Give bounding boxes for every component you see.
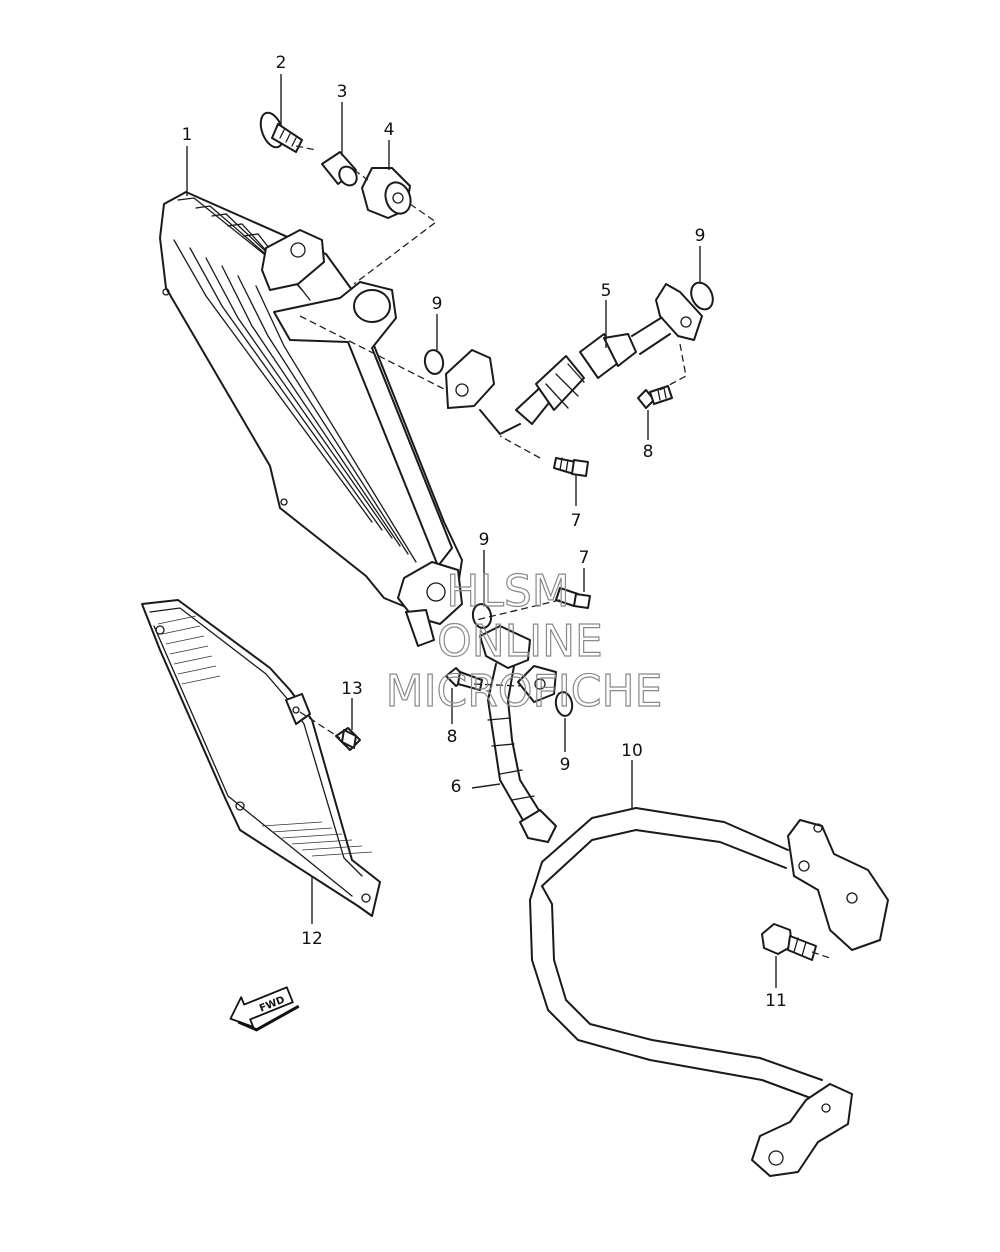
callout-11: 11 <box>765 991 787 1011</box>
grommet-part-4 <box>361 167 412 219</box>
grille-mesh-line <box>261 821 323 827</box>
callout-12: 12 <box>301 929 323 949</box>
bolt-part-8-a <box>637 385 673 409</box>
grille-mesh-line <box>177 665 217 675</box>
callout-3: 3 <box>337 82 348 102</box>
grille-mesh-line <box>161 625 201 635</box>
callout-9-upper-right: 9 <box>695 226 706 246</box>
callout-2: 2 <box>276 53 287 73</box>
grille-mesh-line <box>311 851 373 857</box>
callout-1: 1 <box>182 125 193 145</box>
callout-labels: 1 2 3 4 5 6 7 7 8 8 9 9 9 9 10 11 12 13 <box>182 53 787 1011</box>
callout-7-upper: 7 <box>571 511 582 531</box>
collar-part-3 <box>321 151 358 187</box>
grille-mesh-line <box>281 833 343 839</box>
o-ring-part-9-a <box>690 281 714 311</box>
watermark-line-3: MICROFICHE <box>386 666 663 717</box>
callout-5: 5 <box>601 281 612 301</box>
bolt-part-13 <box>335 727 361 751</box>
bolt-part-7-b <box>555 587 591 609</box>
bolt-part-7-a <box>553 457 589 477</box>
bolt-part-8-b <box>445 667 483 691</box>
leader-lines <box>186 74 831 988</box>
callout-10: 10 <box>621 741 643 761</box>
o-ring-part-9-b <box>423 349 445 375</box>
watermark-line-2: ONLINE <box>437 616 603 667</box>
callout-7-lower: 7 <box>579 548 590 568</box>
grille-mesh-line <box>157 615 197 625</box>
oil-cooler-part-1 <box>159 191 463 647</box>
grille-mesh-line <box>181 675 221 685</box>
callout-13: 13 <box>341 679 363 699</box>
callout-8-upper: 8 <box>643 442 654 462</box>
radiator-guard-part-12 <box>141 599 381 917</box>
callout-9-middle: 9 <box>432 294 443 314</box>
watermark: HLSM ONLINE MICROFICHE <box>385 565 663 717</box>
grille-mesh-line <box>291 839 353 845</box>
bolt-part-11 <box>761 923 817 961</box>
grille-mesh-line <box>173 655 213 665</box>
callout-4: 4 <box>384 120 395 140</box>
o-ring-part-9-c <box>471 603 493 629</box>
forward-arrow-icon: FWD <box>229 986 300 1032</box>
engine-guard-part-10 <box>529 807 889 1177</box>
bolt-part-2 <box>259 111 303 153</box>
watermark-line-1: HLSM <box>446 566 570 617</box>
oil-hose-part-6 <box>479 625 557 843</box>
grille-mesh-line <box>169 645 209 655</box>
o-ring-part-9-d <box>554 691 574 717</box>
oil-hose-part-5 <box>445 283 703 435</box>
callout-9-fitting: 9 <box>479 530 490 550</box>
grille-mesh-line <box>165 635 205 645</box>
grille-mesh-line <box>271 827 333 833</box>
callout-8-lower: 8 <box>447 727 458 747</box>
grille-mesh-line <box>301 845 363 851</box>
callout-9-lower-right: 9 <box>560 755 571 775</box>
callout-6: 6 <box>451 777 462 797</box>
